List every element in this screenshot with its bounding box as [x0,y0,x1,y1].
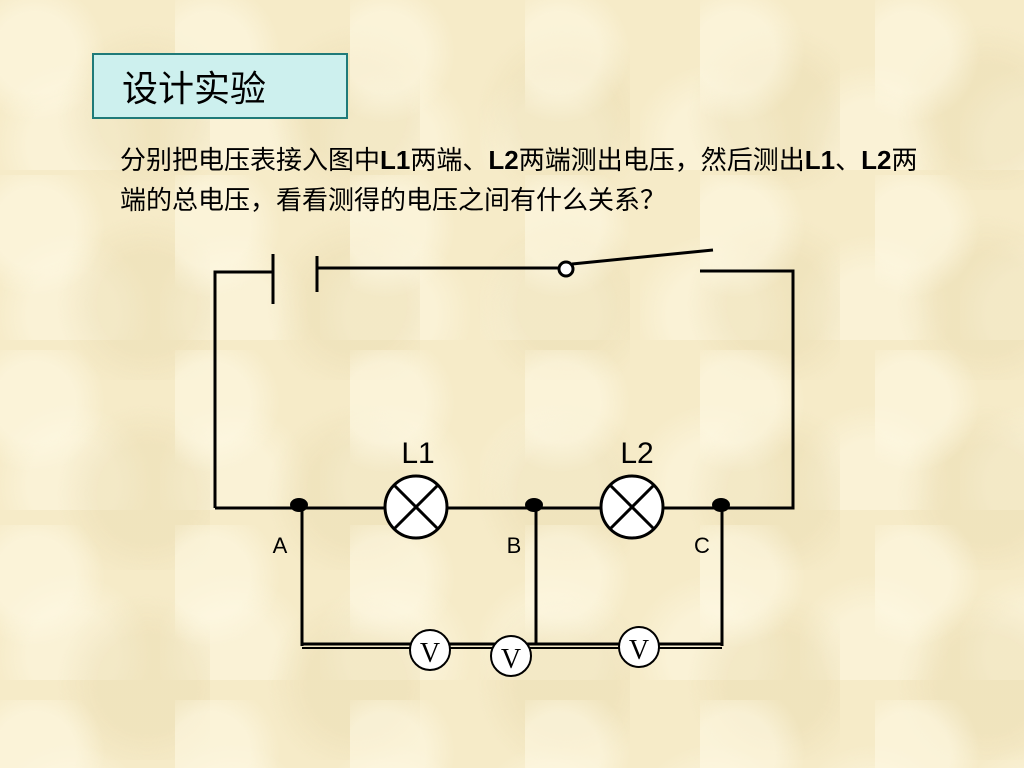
voltmeter-1-symbol: V [420,638,440,669]
junction-b [525,498,543,512]
node-c-label: C [694,533,710,558]
wire-right [700,269,795,510]
voltmeter-2-symbol: V [501,644,521,675]
voltmeter-1: V [409,629,451,671]
switch-pivot [557,260,575,278]
instruction-l2: L2 [488,145,519,175]
voltmeter-2: V [490,635,532,677]
junction-c [712,498,730,512]
instruction-part: 两端、 [410,146,489,176]
lamp-l2 [599,474,665,540]
instruction-part: 两端的总电压，看看测得的电压之间有什么关系？ [120,146,918,216]
instruction-l1: L1 [804,145,836,175]
instruction-part: 两端测出电压，然后测出 [518,146,805,176]
switch-blade [571,248,714,266]
wire-left-top [213,270,273,508]
instruction-part: 、 [835,146,862,176]
title-box: 设计实验 [92,53,348,119]
lamp-l2-label: L2 [620,437,653,470]
voltmeter-3: V [618,626,660,668]
node-a-label: A [273,533,288,558]
lamp-l1 [383,474,449,540]
instruction-part: 分别把电压表接入图中 [120,146,381,176]
instruction-l1: L1 [380,145,411,175]
voltmeter-3-symbol: V [629,635,649,666]
lamp-l1-label: L1 [401,437,434,470]
node-b-label: B [507,533,522,558]
junction-a [290,498,308,512]
slide-title: 设计实验 [122,69,267,110]
instruction-l2: L2 [861,145,892,175]
instruction-text: 分别把电压表接入图中L1两端、L2两端测出电压，然后测出L1、L2两端的总电压，… [120,140,930,221]
